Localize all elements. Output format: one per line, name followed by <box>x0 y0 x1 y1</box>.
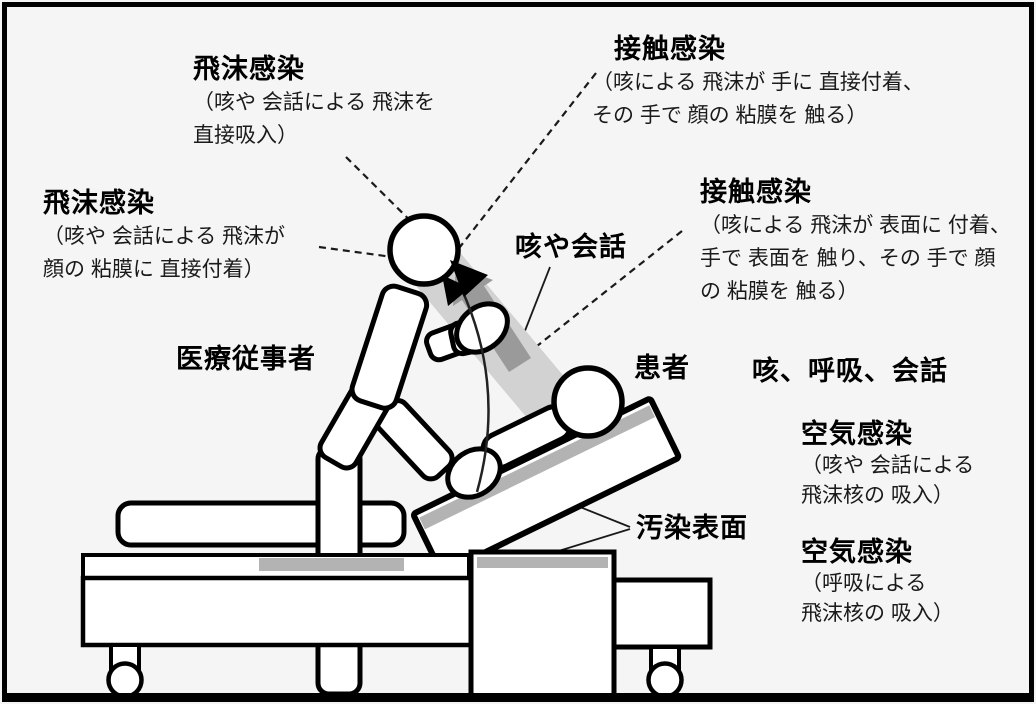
label-cough-speech: 咳や会話 <box>515 232 627 262</box>
label-droplet-infection-top-line1: （咳や 会話による 飛沫を <box>193 91 436 114</box>
label-contact-infection-top-title: 接触感染 <box>614 34 726 64</box>
label-droplet-infection-left: 飛沫感染 （咳や 会話による 飛沫が 顔の 粘膜に 直接付着） <box>43 186 285 286</box>
label-airborne-infection-top-line1: （咳や 会話による <box>801 454 975 477</box>
bed-pedestal <box>468 549 617 701</box>
pointer-line-contact-top <box>455 72 597 253</box>
label-healthcare-worker: 医療従事者 <box>176 344 316 374</box>
arrowhead-arc <box>442 275 470 306</box>
label-droplet-infection-top: 飛沫感染 （咳や 会話による 飛沫を 直接吸入） <box>193 52 435 152</box>
label-droplet-infection-left-title: 飛沫感染 <box>43 188 155 218</box>
patient-arm <box>454 301 510 355</box>
label-droplet-infection-top-line2: 直接吸入） <box>193 124 298 147</box>
worker-torso <box>349 283 430 411</box>
label-cough-breath-speech: 咳、呼吸、会話 <box>752 356 948 386</box>
label-contact-infection-right-line3: の 粘膜を 触る） <box>700 280 859 303</box>
patient-head <box>551 365 625 439</box>
label-droplet-infection-top-title: 飛沫感染 <box>193 54 305 84</box>
label-droplet-infection-left-line1: （咳や 会話による 飛沫が <box>43 225 286 248</box>
contaminated-surface-strip-table <box>259 558 404 571</box>
bed-wheel-right <box>646 661 684 699</box>
label-patient: 患者 <box>634 353 690 383</box>
pointer-line-surface-table <box>551 528 631 554</box>
label-contact-infection-right-line2: 手で 表面を 触り、その 手で 顔 <box>700 247 996 270</box>
worker-knee <box>445 446 503 500</box>
label-droplet-infection-left-line2: 顔の 粘膜に 直接付着） <box>43 258 265 281</box>
worker-head <box>387 213 461 287</box>
hospital-bed <box>80 549 713 701</box>
label-airborne-infection-top: 空気感染 （咳や 会話による 飛沫核の 吸入） <box>801 417 974 511</box>
arrowhead-spray <box>450 260 488 297</box>
label-contact-infection-top-line2: その 手で 顔の 粘膜を 触る） <box>592 104 868 127</box>
label-contact-infection-top: 接触感染 （咳による 飛沫が 手に 直接付着、 その 手で 顔の 粘膜を 触る） <box>592 32 924 132</box>
contaminated-surface-strip-pedestal <box>477 557 608 568</box>
label-contact-infection-right-title: 接触感染 <box>700 177 812 207</box>
label-airborne-infection-top-line2: 飛沫核の 吸入） <box>801 484 954 507</box>
label-contact-infection-right-line1: （咳による 飛沫が 表面に 付着、 <box>700 214 1011 237</box>
bed-foot-section <box>610 577 713 650</box>
bed-wheel-left <box>106 661 144 699</box>
pointer-line-droplet-left <box>318 245 445 266</box>
label-airborne-infection-bottom: 空気感染 （呼吸による 飛沫核の 吸入） <box>801 535 954 629</box>
label-airborne-infection-bottom-line2: 飛沫核の 吸入） <box>801 602 954 625</box>
label-contact-infection-top-line1: （咳による 飛沫が 手に 直接付着、 <box>592 71 924 94</box>
label-airborne-infection-bottom-line1: （呼吸による <box>801 572 927 595</box>
label-contaminated-surface: 汚染表面 <box>636 513 748 543</box>
label-contact-infection-right: 接触感染 （咳による 飛沫が 表面に 付着、 手で 表面を 触り、その 手で 顔… <box>700 175 1011 308</box>
label-airborne-infection-top-title: 空気感染 <box>801 419 913 449</box>
bed-body <box>80 575 476 648</box>
transmission-arc <box>442 260 490 493</box>
label-airborne-infection-bottom-title: 空気感染 <box>801 537 913 567</box>
